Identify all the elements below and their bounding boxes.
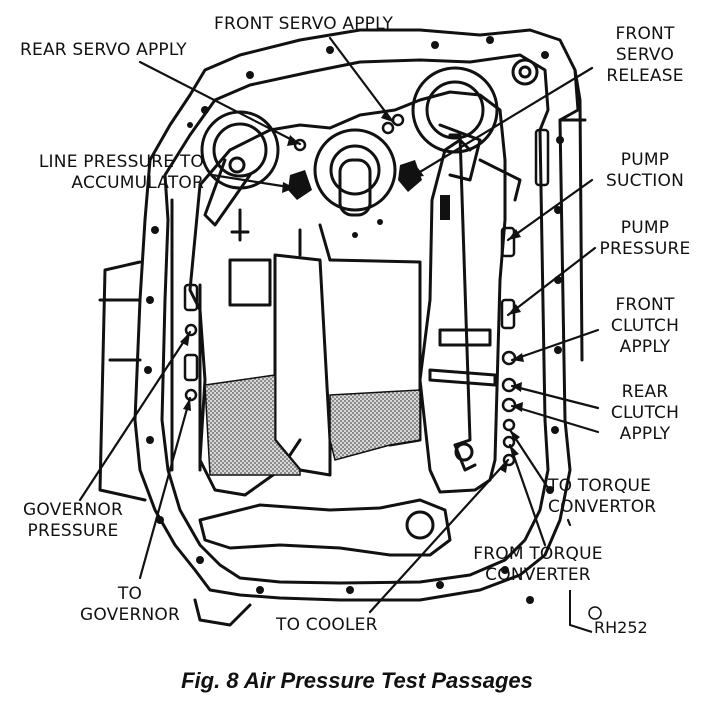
leader-tag [566, 518, 572, 527]
leader-cooler [368, 458, 510, 614]
label-front-clutch-apply: FRONT CLUTCH APPLY [610, 295, 680, 357]
flange-bolts [144, 36, 564, 604]
label-line-pressure-to-accumulator: LINE PRESSURE TO ACCUMULATOR [38, 152, 204, 193]
arrow-heads [180, 110, 524, 473]
label-to-governor: TO GOVERNOR [80, 584, 180, 625]
leader-front-servo-release [408, 66, 594, 180]
figure-code: RH252 [594, 618, 648, 637]
right-flange [558, 68, 587, 362]
label-pump-suction: PUMP SUCTION [606, 150, 684, 191]
label-governor-pressure: GOVERNOR PRESSURE [23, 500, 123, 541]
label-rear-servo-apply: REAR SERVO APPLY [20, 40, 187, 60]
plug [511, 58, 539, 86]
valve-body [198, 90, 507, 494]
leader-lines [78, 36, 600, 614]
leader-pump-pressure [506, 246, 597, 317]
stipple-regions [204, 374, 421, 476]
flange-inner [160, 53, 550, 585]
port-column [183, 113, 550, 467]
leader-line-pressure [210, 173, 297, 190]
leader-rear-clutch [510, 384, 600, 410]
label-from-torque-converter: FROM TORQUE CONVERTER [473, 544, 603, 585]
leader-rear-clutch-b [510, 404, 600, 434]
pan-wall [273, 253, 332, 477]
servo-lever [203, 158, 252, 227]
plate-strip-left [170, 198, 202, 472]
tag-bracket [569, 590, 593, 633]
left-case-wall [98, 260, 147, 502]
leader-governor-pressure [78, 330, 192, 502]
leader-to-governor [138, 396, 192, 580]
leader-front-clutch [510, 328, 600, 362]
leader-rear-servo-apply [138, 60, 302, 146]
label-pump-pressure: PUMP PRESSURE [599, 218, 691, 259]
label-to-torque-convertor: TO TORQUE CONVERTOR [548, 476, 657, 517]
label-rear-clutch-apply: REAR CLUTCH APPLY [610, 382, 680, 444]
figure-caption: Fig. 8 Air Pressure Test Passages [181, 668, 533, 693]
bottom-tab [193, 598, 252, 627]
leader-from-torque [508, 443, 547, 547]
label-to-cooler: TO COOLER [276, 615, 378, 635]
label-front-servo-release: FRONT SERVO RELEASE [606, 24, 684, 86]
tag-circle [588, 606, 602, 620]
dark-passages [288, 160, 450, 220]
leader-pump-suction [506, 178, 594, 242]
filter-bracket [198, 498, 452, 557]
accumulator [313, 128, 397, 212]
leader-front-servo-apply [328, 36, 395, 124]
label-front-servo-apply: FRONT SERVO APPLY [214, 14, 394, 34]
